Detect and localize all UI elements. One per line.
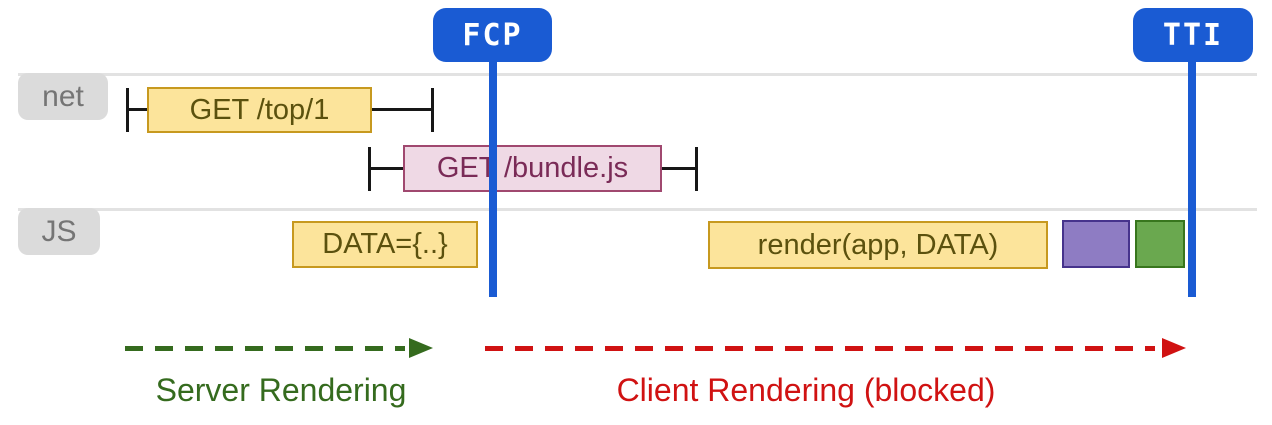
client-rendering-arrowhead-icon	[1162, 338, 1186, 358]
request-top-whisker-right-tick	[431, 88, 434, 132]
js-track-label: JS	[18, 208, 100, 255]
request-bundle-bar: GET /bundle.js	[403, 145, 662, 192]
net-track-line	[18, 73, 1257, 76]
js-track-line	[18, 208, 1257, 211]
js-task-render-bar-label: render(app, DATA)	[757, 228, 999, 261]
js-track-label-text: JS	[41, 214, 77, 248]
request-bundle-whisker-right-line	[662, 167, 695, 170]
server-rendering-label: Server Rendering	[131, 372, 431, 409]
client-rendering-label-text: Client Rendering (blocked)	[616, 372, 996, 408]
tti-badge-label: TTI	[1162, 17, 1224, 53]
request-top-whisker-right-line	[372, 108, 431, 111]
tti-badge: TTI	[1133, 8, 1253, 62]
fcp-badge-label: FCP	[462, 17, 523, 53]
js-task-render-bar: render(app, DATA)	[708, 221, 1048, 269]
tti-marker-line	[1188, 60, 1196, 297]
net-track-label-text: net	[42, 79, 84, 113]
js-task-purple-bar	[1062, 220, 1130, 268]
request-top-bar-label: GET /top/1	[189, 93, 330, 126]
server-rendering-arrow	[125, 346, 405, 351]
server-rendering-arrowhead-icon	[409, 338, 433, 358]
request-bundle-bar-label: GET /bundle.js	[436, 152, 629, 184]
fcp-marker-line	[489, 60, 497, 297]
server-rendering-label-text: Server Rendering	[155, 372, 407, 408]
js-task-data-bar-label: DATA={..}	[322, 228, 448, 260]
client-rendering-arrow	[485, 346, 1155, 351]
js-task-data-bar: DATA={..}	[292, 221, 478, 268]
request-bundle-whisker-left-line	[368, 167, 403, 170]
request-top-bar: GET /top/1	[147, 87, 372, 133]
fcp-badge: FCP	[433, 8, 552, 62]
request-bundle-whisker-right-tick	[695, 147, 698, 191]
js-task-green-bar	[1135, 220, 1185, 268]
client-rendering-label: Client Rendering (blocked)	[556, 372, 1056, 409]
net-track-label: net	[18, 73, 108, 120]
request-top-whisker-left-line	[126, 108, 147, 111]
